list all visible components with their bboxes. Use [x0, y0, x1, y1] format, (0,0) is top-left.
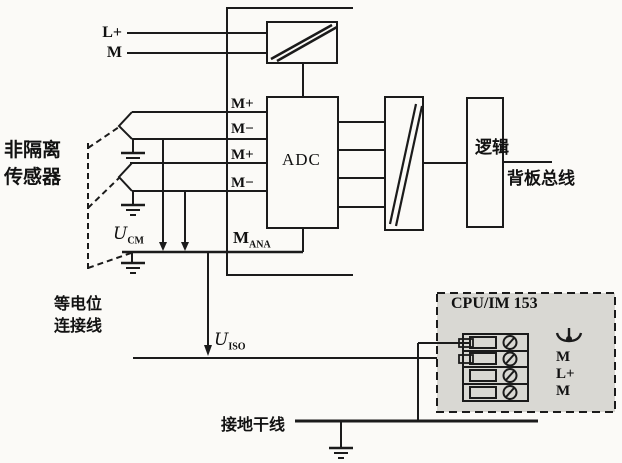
adc-input-label-2: M−	[231, 121, 254, 137]
mana-label: MANA	[233, 228, 271, 250]
adc-input-label-1: M+	[231, 96, 254, 112]
label-l-plus: L+	[102, 24, 122, 41]
uiso-base: U	[214, 330, 229, 350]
sensor-label-line2: 传感器	[4, 167, 62, 188]
adc-label: ADC	[282, 150, 321, 169]
backplane-bus-label: 背板总线	[507, 169, 575, 188]
ground-trunk-line	[295, 419, 538, 459]
uiso-arrow-line	[133, 252, 470, 359]
equipotential-label-line2: 连接线	[54, 318, 103, 335]
isolation-barrier-box	[384, 96, 467, 231]
ground-trunk-label: 接地干线	[221, 417, 286, 434]
terminal-block	[417, 333, 529, 421]
terminal-label-lplus: L+	[556, 366, 575, 382]
sensor-boundary-dashed	[87, 126, 132, 270]
supply-loop-line	[226, 7, 353, 276]
power-feed-lines	[127, 32, 267, 54]
shield-ground-symbol	[121, 191, 145, 216]
mana-base: M	[233, 228, 250, 247]
uiso-sub: ISO	[228, 341, 246, 353]
label-m-supply: M	[106, 44, 122, 61]
terminal-label-m2: M	[556, 383, 571, 399]
equipotential-rail	[121, 228, 304, 274]
logic-box	[466, 97, 552, 228]
mana-sub: ANA	[249, 239, 271, 251]
logic-label: 逻辑	[475, 138, 509, 157]
equipotential-label-line1: 等电位	[54, 296, 103, 313]
uiso-label: UISO	[214, 330, 246, 352]
sensor-label-line1: 非隔离	[4, 140, 62, 161]
ucm-arrow-lines	[159, 139, 189, 251]
adc-barrier-links	[338, 121, 385, 208]
adc-input-label-3: M+	[231, 147, 254, 163]
adc-input-label-4: M−	[231, 175, 254, 191]
shield-terminal-icon	[555, 328, 583, 343]
ucm-label: UCM	[113, 224, 144, 246]
sensor-pair-lines	[117, 111, 267, 192]
cpu-title: CPU/IM 153	[451, 295, 538, 312]
dcdc-isolation-box	[266, 21, 338, 97]
shield-ground-symbol	[121, 139, 145, 164]
equipotential-label: 等电位 连接线	[54, 294, 102, 338]
ucm-sub: CM	[127, 235, 144, 247]
ucm-base: U	[113, 224, 128, 244]
terminal-label-m1: M	[556, 349, 571, 365]
sensor-label: 非隔离 传感器	[4, 137, 61, 191]
cpu-dashed-box	[436, 292, 616, 413]
